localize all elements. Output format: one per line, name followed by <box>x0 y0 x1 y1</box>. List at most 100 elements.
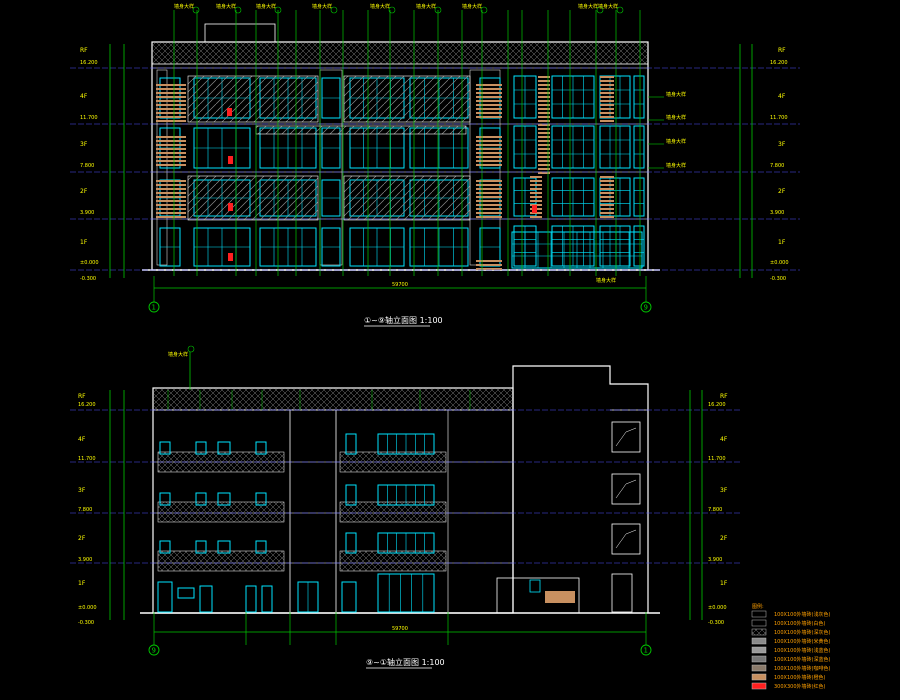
legend-swatch <box>751 646 767 654</box>
legend-swatch <box>751 655 767 663</box>
legend-swatch <box>751 619 767 627</box>
window-frame <box>633 225 645 267</box>
side-callout-label: 墙身大样 <box>666 91 686 98</box>
rear-axis-bubble-right <box>640 644 652 656</box>
red-marker <box>228 156 233 164</box>
legend-swatch <box>751 673 767 681</box>
tile-panel <box>600 76 614 122</box>
rear-level-value: 16.200 <box>708 402 726 408</box>
window-frame <box>345 433 357 455</box>
rear-callout-bubble <box>187 345 195 353</box>
rear-level-value: 7.800 <box>708 507 722 513</box>
rear-floor-label-3f: 3F <box>78 487 86 494</box>
callout-bubble <box>234 6 242 14</box>
front-floor-label-1f-right: 1F <box>778 239 786 246</box>
rear-main-block <box>152 387 514 614</box>
front-level-value: ±0.000 <box>80 260 99 266</box>
front-floor-label-1f: 1F <box>80 239 88 246</box>
window-frame <box>633 177 645 217</box>
front-axis-bubble-right <box>640 301 652 313</box>
front-overall-dim: 59700 <box>392 282 408 288</box>
window-frame <box>159 441 171 455</box>
rear-level-value: 11.700 <box>78 456 96 462</box>
bottom-callout-label: 墙身大样 <box>596 277 616 284</box>
front-level-value: ±0.000 <box>770 260 789 266</box>
stair-door <box>611 573 633 613</box>
front-axis-label-right: 9 <box>644 304 648 312</box>
window-frame <box>195 492 207 506</box>
window-frame <box>217 540 231 554</box>
legend-swatch <box>751 664 767 672</box>
front-floor-label-rf-right: RF <box>778 47 786 54</box>
window-frame <box>341 581 357 613</box>
red-marker <box>532 205 537 213</box>
callout-bubble <box>616 6 624 14</box>
rear-axis-label-right: 1 <box>644 647 648 655</box>
entrance-sign-panel <box>545 591 575 603</box>
legend-heading: 图例: <box>752 603 764 610</box>
rear-grid-axes <box>153 390 647 645</box>
callout-label: 墙身大样 <box>416 3 436 10</box>
window-frame <box>157 581 173 613</box>
stair-window <box>611 421 641 453</box>
rear-level-values-right: 16.200 11.700 7.800 3.900 ±0.000 -0.300 <box>708 402 727 626</box>
callout-label: 墙身大样 <box>216 3 236 10</box>
tile-panel <box>156 82 186 122</box>
hatched-panel <box>255 125 467 135</box>
callout-bubble <box>480 6 488 14</box>
rear-floor-labels-right: RF 4F 3F 2F 1F <box>720 393 728 587</box>
window-frame <box>633 125 645 169</box>
callout-bubble <box>274 6 282 14</box>
window-frame <box>159 540 171 554</box>
rear-level-value: 7.800 <box>78 507 92 513</box>
legend-item-label: 100X100外墙砖(深灰色) <box>774 629 830 636</box>
window-frame <box>345 532 357 554</box>
callout-label: 墙身大样 <box>578 3 598 10</box>
rear-callout-label: 墙身大样 <box>168 351 188 358</box>
entrance-canopy <box>496 577 580 614</box>
front-elevation: RF 4F 3F 2F 1F 16.200 11.700 7.800 3.900… <box>70 3 800 327</box>
tile-panel <box>156 180 186 220</box>
tile-panel <box>530 176 542 220</box>
hatched-panel <box>343 175 471 221</box>
side-callout-label: 墙身大样 <box>666 138 686 145</box>
rear-floor-label-1f-right: 1F <box>720 580 728 587</box>
window-frame <box>599 225 631 267</box>
legend-item-label: 100X100外墙砖(深蓝色) <box>774 656 830 663</box>
legend-item-label: 100X100外墙砖(白色) <box>774 620 825 627</box>
callout-label: 墙身大样 <box>312 3 332 10</box>
front-floor-label-3f-right: 3F <box>778 141 786 148</box>
rear-level-values-left: 16.200 11.700 7.800 3.900 ±0.000 -0.300 <box>78 402 97 626</box>
front-level-values-left: 16.200 11.700 7.800 3.900 ±0.000 -0.300 <box>80 60 99 282</box>
front-grid-axes <box>153 10 647 302</box>
front-drawing-title: ①~⑨轴立面图 1:100 <box>364 315 443 325</box>
rear-level-lines <box>70 409 740 564</box>
front-roof-parapet <box>151 41 649 65</box>
rear-drawing-title: ⑨~①轴立面图 1:100 <box>366 657 445 667</box>
rear-parapet <box>152 387 514 411</box>
front-callouts: 墙身大样墙身大样墙身大样墙身大样墙身大样墙身大样墙身大样墙身大样墙身大样墙身大样… <box>174 3 686 284</box>
stair-window-glyph <box>615 529 637 549</box>
rear-floor-label-4f-right: 4F <box>720 436 728 443</box>
rear-stair-tower <box>512 365 649 613</box>
rear-floor-label-2f-right: 2F <box>720 535 728 542</box>
legend-item-label: 100X100外墙砖(橙色) <box>774 674 825 681</box>
callout-label: 墙身大样 <box>174 3 194 10</box>
callout-label: 墙身大样 <box>370 3 390 10</box>
window-frame <box>195 540 207 554</box>
tile-panel <box>476 260 502 270</box>
front-floor-label-2f-right: 2F <box>778 188 786 195</box>
tile-panel <box>156 134 186 168</box>
window-frame <box>345 484 357 506</box>
callout-bubble <box>330 6 338 14</box>
front-hatch-panels <box>156 75 614 270</box>
window-frame <box>261 585 273 613</box>
tile-panel <box>538 128 550 174</box>
rear-level-value: 3.900 <box>708 557 722 563</box>
front-level-value: 11.700 <box>80 115 98 121</box>
legend-item-label: 100X100外墙砖(浅灰色) <box>774 611 830 618</box>
rear-floor-label-3f-right: 3F <box>720 487 728 494</box>
callout-bubble <box>388 6 396 14</box>
legend-swatch <box>751 682 767 690</box>
